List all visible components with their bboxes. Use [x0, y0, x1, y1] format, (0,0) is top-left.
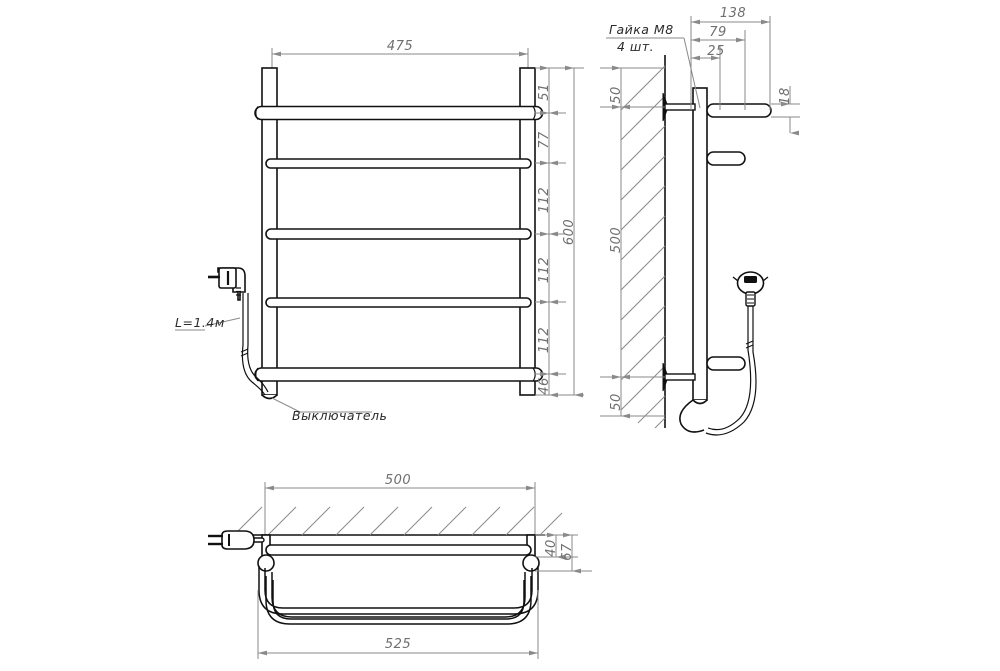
dim-40-label: 40 — [544, 539, 559, 557]
front-view: 475 — [175, 39, 584, 423]
dim-seg-1-label: 51 — [537, 83, 552, 101]
side-bottom-hook — [679, 399, 705, 433]
dim-seg-2-label: 77 — [537, 131, 552, 149]
front-rung-2 — [265, 158, 532, 169]
plan-top-tube — [265, 544, 532, 556]
dim-seg-5-label: 112 — [537, 327, 552, 353]
side-bar-lower — [706, 356, 746, 371]
dim-525-label: 525 — [385, 637, 411, 652]
dim-side-depths: 138 79 25 — [690, 6, 771, 110]
dim-side-top-50-label: 50 — [609, 86, 624, 104]
side-vertical-pipe — [692, 87, 708, 405]
side-view: 138 79 25 18 50 — [600, 6, 800, 436]
dim-67-label: 67 — [560, 543, 575, 561]
dim-seg-3-label: 112 — [537, 187, 552, 213]
nut-note-line1: Гайка М8 — [609, 22, 674, 37]
power-cord — [240, 293, 269, 396]
dim-475-label: 475 — [387, 39, 413, 54]
dim-plan-depths: 40 67 — [535, 532, 592, 574]
dim-79-label: 79 — [709, 25, 727, 40]
wall-bracket-top — [662, 92, 696, 122]
dim-600-label: 600 — [562, 219, 577, 245]
front-rung-5 — [254, 367, 544, 382]
cable-length-note: L=1.4м — [175, 315, 241, 331]
side-bar-top — [706, 103, 772, 118]
switch-note: Выключатель — [271, 397, 387, 423]
plan-u-rails — [258, 566, 539, 625]
dim-seg-4-label: 112 — [537, 257, 552, 283]
cable-length-label: L=1.4м — [175, 315, 225, 330]
dim-side-heights: 50 500 50 — [600, 65, 665, 419]
dim-front-width: 475 — [271, 39, 529, 72]
dim-138-label: 138 — [720, 6, 746, 21]
dim-25-label: 25 — [707, 44, 725, 59]
dim-plan-outer-width: 525 — [257, 590, 539, 659]
dim-500-plan-label: 500 — [385, 473, 411, 488]
dim-side-bar-thickness: 18 — [771, 86, 800, 136]
side-power-plug-icon — [732, 271, 769, 307]
plan-view: 500 — [208, 473, 592, 659]
side-power-cord — [705, 300, 757, 436]
dim-front-segments: 51 77 112 112 112 46 — [535, 65, 566, 398]
dim-plan-wall-width: 500 — [264, 473, 536, 536]
front-rung-4 — [265, 297, 532, 308]
front-rung-1 — [254, 105, 544, 121]
front-rung-3 — [265, 228, 532, 240]
dim-18-label: 18 — [778, 87, 793, 105]
side-bar-2 — [706, 151, 746, 166]
dim-seg-6-label: 46 — [537, 377, 552, 395]
dim-500-label: 500 — [609, 227, 624, 253]
plan-wall — [228, 506, 563, 536]
nut-note: Гайка М8 4 шт. — [606, 22, 701, 109]
dim-side-bottom-50-label: 50 — [609, 393, 624, 411]
switch-label: Выключатель — [292, 408, 387, 423]
plan-power-plug-icon — [208, 530, 265, 550]
power-plug-icon — [208, 267, 246, 301]
nut-note-line2: 4 шт. — [617, 39, 654, 54]
dim-front-total-height: 600 — [562, 65, 584, 398]
